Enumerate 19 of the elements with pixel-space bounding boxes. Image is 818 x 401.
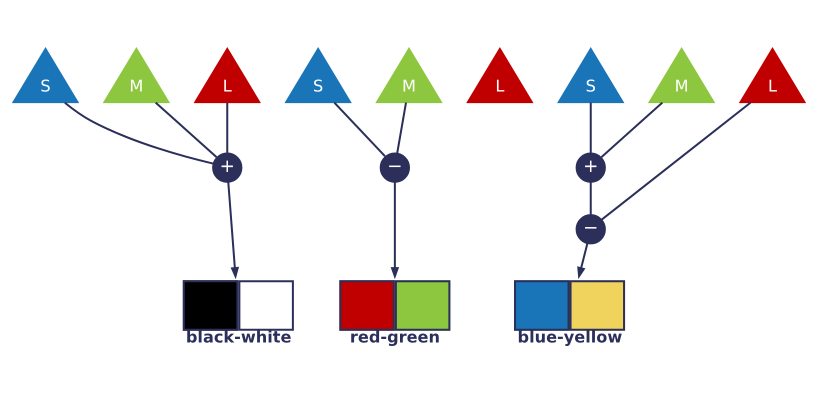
arrow	[227, 182, 240, 280]
node-label: black-white	[186, 328, 292, 347]
connector	[64, 102, 214, 165]
connector	[590, 102, 592, 153]
connector	[154, 102, 218, 158]
connector	[590, 182, 592, 215]
connector	[601, 102, 752, 220]
node-circle: −	[380, 152, 410, 183]
node-circle: +	[212, 152, 242, 183]
connector	[226, 102, 228, 153]
arrow	[390, 182, 400, 280]
node-circle: +	[576, 152, 606, 183]
arrow	[577, 243, 588, 280]
node-label: red-green	[350, 328, 440, 347]
connector	[334, 102, 386, 157]
node-label: blue-yellow	[518, 328, 622, 347]
connector	[600, 102, 664, 158]
node-circle: −	[576, 214, 606, 244]
connector	[396, 102, 407, 154]
